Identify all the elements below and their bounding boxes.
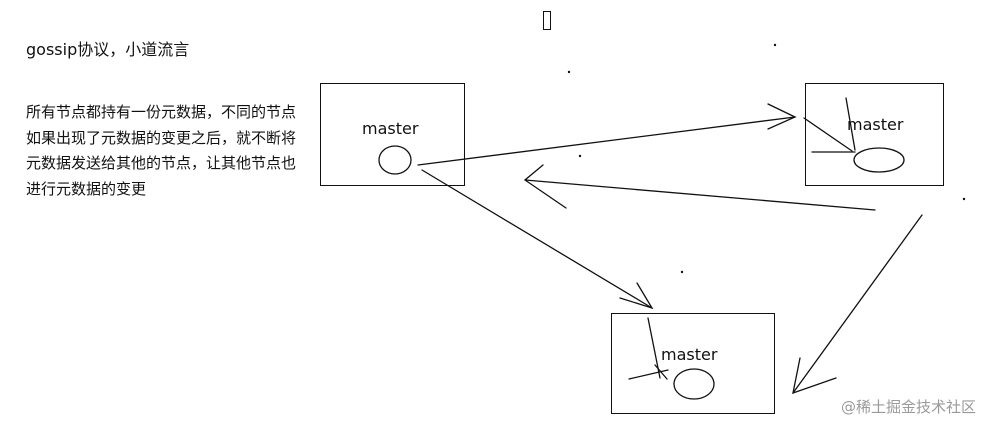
arrowhead-bottom-node — [619, 282, 654, 310]
watermark-text: @稀土掘金技术社区 — [840, 398, 976, 416]
link-right-to-bottom — [792, 214, 923, 394]
text-cursor-box — [543, 11, 551, 30]
diagram-title: gossip协议，小道流言 — [26, 40, 190, 59]
arrowhead-bottom-right — [792, 357, 837, 394]
master-node-left: master — [320, 83, 465, 186]
node-label: master — [847, 115, 904, 134]
description-text: 所有节点都持有一份元数据，不同的节点如果出现了元数据的变更之后，就不断将元数据发… — [26, 103, 297, 198]
arrowhead-back-left — [523, 164, 567, 209]
node-label: master — [661, 345, 718, 364]
link-left-to-bottom — [421, 169, 653, 309]
master-node-right: master — [805, 83, 944, 186]
arrowhead-right-node — [767, 103, 797, 130]
link-left-to-right — [417, 116, 796, 166]
master-node-bottom: master — [611, 313, 775, 414]
node-label: master — [362, 119, 419, 138]
